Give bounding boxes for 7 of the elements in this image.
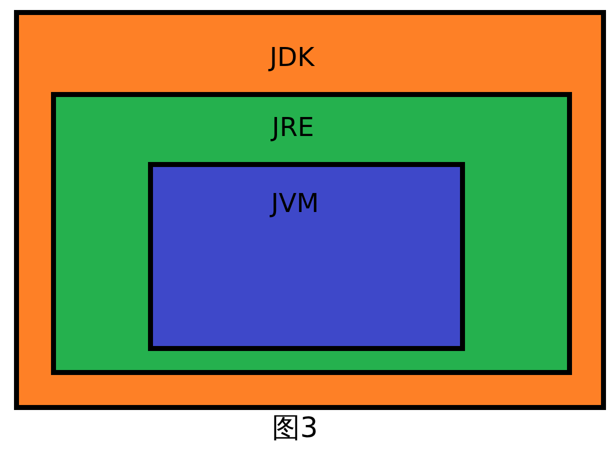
container-box (51, 92, 572, 375)
figure-caption: 图3 (272, 411, 318, 445)
box-label: JRE (272, 113, 314, 143)
box-label: JVM (271, 189, 319, 219)
box-label: JDK (270, 43, 314, 73)
container-box (14, 10, 606, 410)
container-box (148, 162, 465, 351)
